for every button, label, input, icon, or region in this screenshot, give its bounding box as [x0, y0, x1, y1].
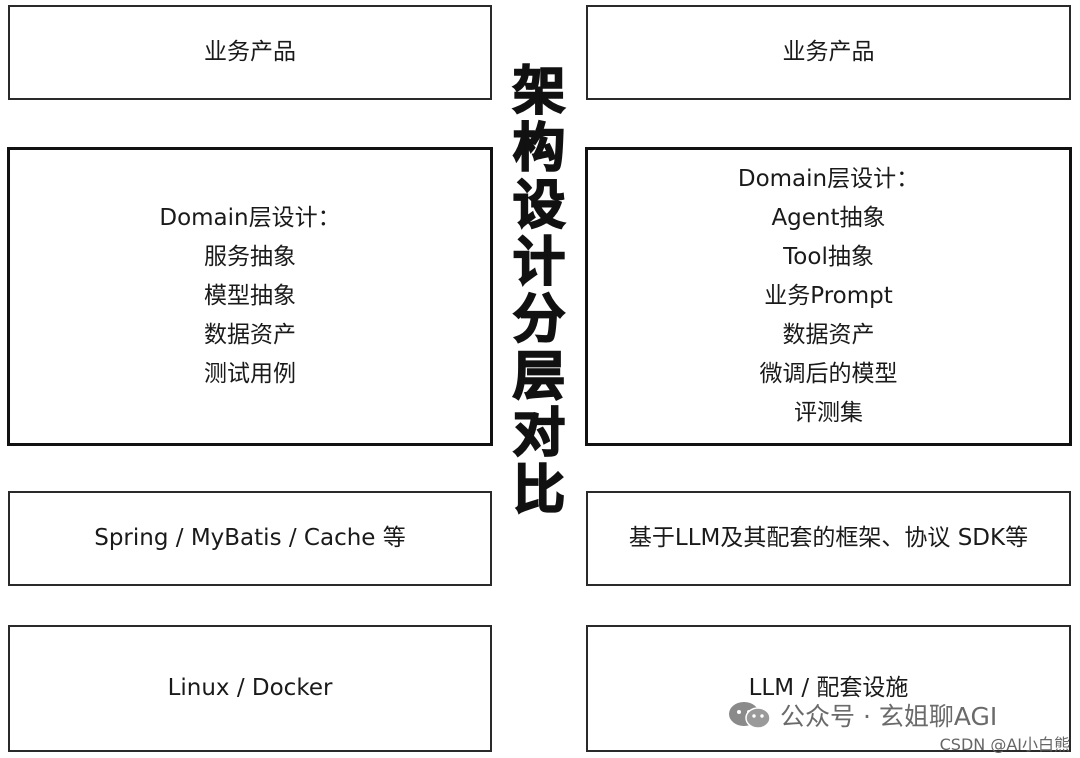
title-char: 架	[512, 62, 566, 122]
title-char: 比	[512, 461, 566, 521]
title-char: 计	[512, 233, 566, 293]
right-domain-item: 微调后的模型	[759, 361, 898, 387]
right-domain-item: 业务Prompt	[764, 283, 893, 309]
left-infra-label: Linux / Docker	[167, 675, 333, 701]
left-domain-item: 测试用例	[204, 361, 296, 387]
left-infra-box: Linux / Docker	[8, 625, 492, 752]
left-domain-item: 数据资产	[204, 322, 296, 348]
title-char: 设	[512, 176, 566, 236]
right-business-product-label: 业务产品	[782, 39, 875, 65]
title-char: 构	[512, 119, 566, 179]
right-domain-layer-box: Domain层设计： Agent抽象 Tool抽象 业务Prompt 数据资产 …	[585, 147, 1072, 446]
architecture-comparison-title: 架 构 设 计 分 层 对 比	[499, 62, 579, 521]
left-framework-box: Spring / MyBatis / Cache 等	[8, 491, 492, 586]
right-infra-label: LLM / 配套设施	[748, 675, 909, 701]
left-business-product-label: 业务产品	[204, 39, 296, 65]
right-domain-item: Tool抽象	[783, 244, 874, 270]
right-domain-item: Agent抽象	[771, 205, 886, 231]
right-domain-item: 数据资产	[782, 322, 875, 348]
title-char: 对	[512, 404, 566, 464]
title-char: 分	[512, 290, 566, 350]
csdn-credit: CSDN @AI小白熊	[939, 735, 1070, 754]
left-business-product-box: 业务产品	[8, 5, 492, 100]
right-infra-box: LLM / 配套设施	[586, 625, 1071, 752]
left-framework-label: Spring / MyBatis / Cache 等	[94, 525, 406, 551]
right-domain-item: 评测集	[794, 400, 863, 426]
right-framework-box: 基于LLM及其配套的框架、协议 SDK等	[586, 491, 1071, 586]
left-domain-item: 模型抽象	[204, 283, 296, 309]
right-framework-label: 基于LLM及其配套的框架、协议 SDK等	[628, 525, 1029, 551]
right-business-product-box: 业务产品	[586, 5, 1071, 100]
left-domain-title: Domain层设计：	[159, 205, 341, 231]
right-domain-title: Domain层设计：	[737, 166, 920, 192]
wechat-icon	[728, 701, 772, 729]
watermark: 公众号 · 玄姐聊AGI	[728, 697, 997, 733]
title-char: 层	[512, 347, 566, 407]
left-domain-layer-box: Domain层设计： 服务抽象 模型抽象 数据资产 测试用例	[7, 147, 493, 446]
watermark-text: 公众号 · 玄姐聊AGI	[780, 702, 998, 731]
left-domain-item: 服务抽象	[204, 244, 296, 270]
